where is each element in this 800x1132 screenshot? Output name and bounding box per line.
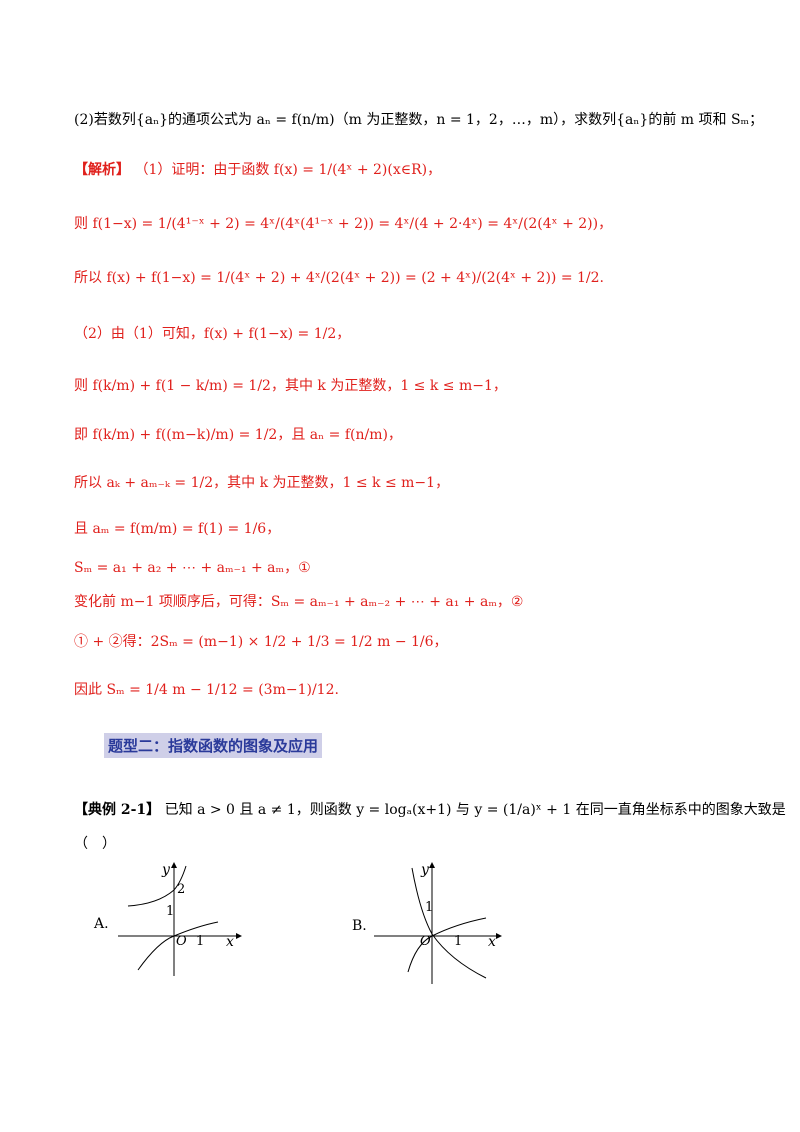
option-b-label: B. [352, 918, 367, 934]
problem-part-2-text: (2)若数列{aₙ}的通项公式为 aₙ = f(n/m)（m 为正整数，n = … [74, 112, 764, 128]
option-a-graph [118, 862, 242, 976]
option-b-origin: O [420, 934, 431, 949]
option-a-y-label: y [162, 862, 170, 878]
option-b-tick-x1: 1 [454, 934, 463, 949]
solution-line-2: 则 f(1−x) = 1/(4¹⁻ˣ + 2) = 4ˣ/(4ˣ(4¹⁻ˣ + … [74, 216, 613, 232]
example-paren: （ ） [74, 836, 116, 852]
option-b-tick-1: 1 [425, 900, 434, 915]
solution-line-3: 所以 f(x) + f(1−x) = 1/(4ˣ + 2) + 4ˣ/(2(4ˣ… [74, 270, 604, 286]
option-a-tick-1: 1 [166, 904, 175, 919]
solution-line-12: 因此 Sₘ = 1/4 m − 1/12 = (3m−1)/12. [74, 682, 339, 698]
solution-line-11: ① + ②得：2Sₘ = (m−1) × 1/2 + 1/3 = 1/2 m −… [74, 634, 448, 650]
option-b[interactable]: B. y 1 O 1 x [346, 860, 516, 990]
option-a-label: A. [94, 916, 109, 932]
section-title: 题型二：指数函数的图象及应用 [104, 733, 323, 758]
option-b-graph [374, 862, 502, 984]
solution-line-7: 所以 aₖ + aₘ₋ₖ = 1/2，其中 k 为正整数，1 ≤ k ≤ m−1… [74, 475, 450, 491]
solution-line-4: （2）由（1）可知，f(x) + f(1−x) = 1/2， [74, 326, 351, 342]
solution-line-9: Sₘ = a₁ + a₂ + ⋯ + aₘ₋₁ + aₘ，① [74, 560, 311, 576]
solution-line-1: （1）证明：由于函数 f(x) = 1/(4ˣ + 2)(x∈R)， [134, 162, 442, 178]
example-2-1: 【典例 2-1】 已知 a > 0 且 a ≠ 1，则函数 y = logₐ(x… [74, 800, 786, 820]
option-a-origin: O [176, 934, 187, 949]
solution-line-10: 变化前 m−1 项顺序后，可得：Sₘ = aₘ₋₁ + aₘ₋₂ + ⋯ + a… [74, 594, 524, 610]
problem-part-2: (2)若数列{aₙ}的通项公式为 aₙ = f(n/m)（m 为正整数，n = … [74, 110, 763, 130]
solution-line-6: 即 f(k/m) + f((m−k)/m) = 1/2，且 aₙ = f(n/m… [74, 427, 402, 443]
option-a[interactable]: A. y 2 1 O 1 x [88, 860, 248, 980]
solution-label: 【解析】 [74, 162, 130, 178]
solution-line-5: 则 f(k/m) + f(1 − k/m) = 1/2，其中 k 为正整数，1 … [74, 378, 507, 394]
example-text: 已知 a > 0 且 a ≠ 1，则函数 y = logₐ(x+1) 与 y =… [164, 802, 786, 818]
option-b-y-label: y [421, 862, 429, 878]
example-label: 【典例 2-1】 [74, 802, 161, 818]
solution-line-8: 且 aₘ = f(m/m) = f(1) = 1/6， [74, 521, 281, 537]
option-a-tick-x1: 1 [196, 934, 205, 949]
option-a-x-label: x [226, 934, 234, 950]
option-a-tick-2: 2 [177, 882, 186, 897]
solution-intro: 【解析】 （1）证明：由于函数 f(x) = 1/(4ˣ + 2)(x∈R)， [74, 160, 441, 180]
option-b-x-label: x [488, 934, 496, 950]
